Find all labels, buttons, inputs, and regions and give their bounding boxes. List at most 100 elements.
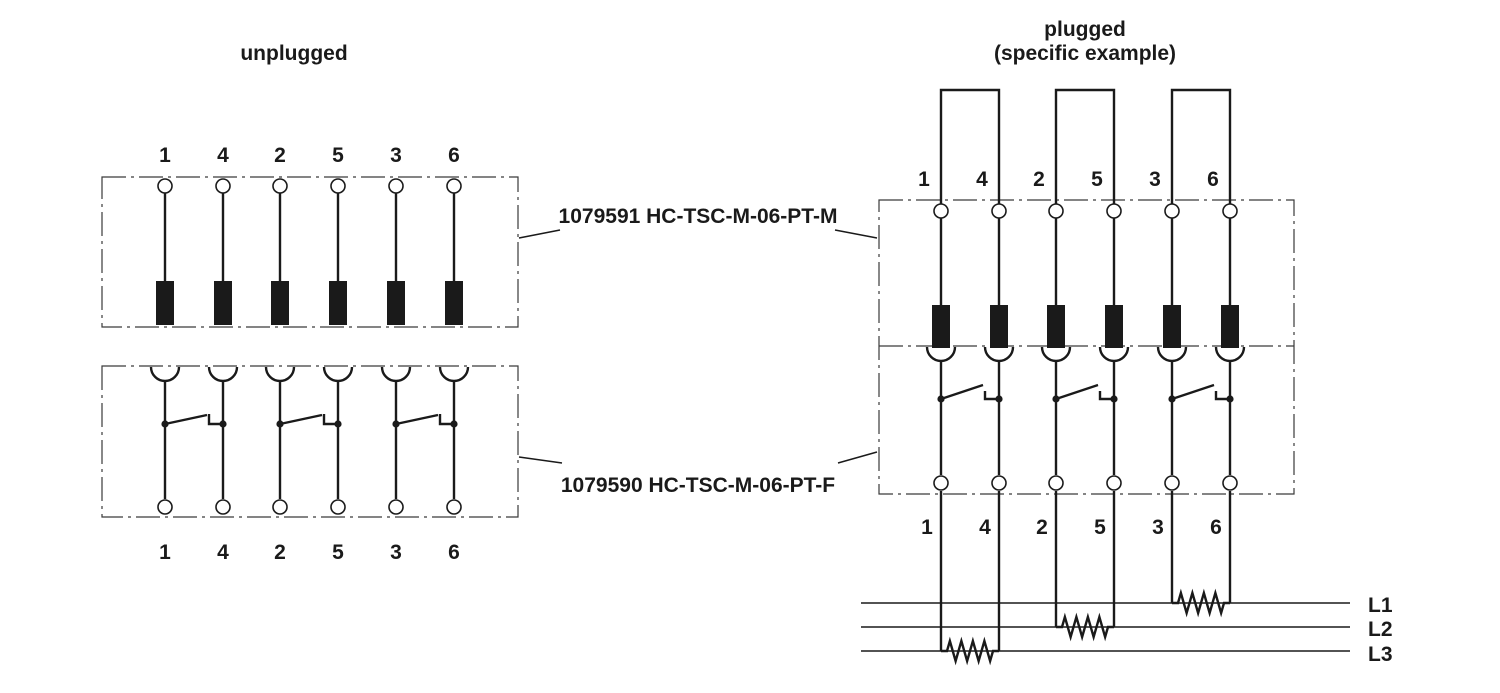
switch-blade: [279, 413, 323, 426]
pin-numbers-top-right: 1 4 2 5 3 6: [918, 168, 1219, 191]
resistor-zigzag: [1172, 588, 1230, 618]
pin-number: 6: [448, 144, 460, 167]
bridge-wire: [939, 88, 1001, 204]
terminal-circle: [272, 499, 288, 515]
terminal-circle: [330, 499, 346, 515]
pin-number: 1: [918, 168, 930, 191]
terminal-circle: [388, 499, 404, 515]
pin-number: 2: [1033, 168, 1045, 191]
pin-number: 3: [1149, 168, 1161, 191]
terminal-circle: [933, 203, 949, 219]
contact-pin-block: [1105, 305, 1123, 348]
switch-blade: [164, 413, 208, 426]
contact-pin-block: [990, 305, 1008, 348]
socket-cup: [983, 346, 1015, 363]
male-leader-left: [518, 229, 561, 239]
terminal-circle: [991, 203, 1007, 219]
terminal-circle: [1106, 203, 1122, 219]
contact-pin-block: [387, 281, 405, 325]
title-plugged: plugged: [1044, 18, 1126, 41]
terminal-circle: [446, 499, 462, 515]
pin-number: 6: [1207, 168, 1219, 191]
terminal-circle: [1164, 475, 1180, 491]
label-l2: L2: [1368, 618, 1393, 641]
plugged-insert-outline: [878, 199, 1295, 495]
plugged-view: 1 4 2 5 3 6 1 4 2 5 3 6 L1 L2 L3: [861, 88, 1393, 666]
label-l1: L1: [1368, 594, 1393, 617]
socket-cup: [1156, 346, 1188, 363]
female-contacts-left: [149, 366, 470, 515]
terminal-circle: [1048, 475, 1064, 491]
switch-contact: [207, 414, 223, 426]
switch-contact: [438, 414, 454, 426]
terminal-circle: [1048, 203, 1064, 219]
socket-cup: [1098, 346, 1130, 363]
female-part-label: 1079590 HC-TSC-M-06-PT-F: [561, 474, 835, 497]
socket-cup: [1214, 346, 1246, 363]
pin-number: 4: [979, 516, 991, 539]
switch-blade: [940, 383, 984, 401]
pin-number: 1: [159, 541, 171, 564]
socket-cup: [925, 346, 957, 363]
contact-pin-block: [214, 281, 232, 325]
bridge-wire: [1170, 88, 1232, 204]
terminal-circle: [1222, 203, 1238, 219]
load-resistors: [939, 491, 1232, 666]
title-plugged-subtitle: (specific example): [994, 42, 1176, 65]
terminal-circle: [215, 499, 231, 515]
switch-contact: [1214, 391, 1230, 401]
male-insert-outline: [101, 176, 519, 328]
switch-contact: [1098, 391, 1114, 401]
contact-pin-block: [329, 281, 347, 325]
top-bridges: [939, 88, 1232, 204]
pin-number: 4: [976, 168, 988, 191]
socket-cup: [149, 366, 181, 383]
switch-blade: [1055, 383, 1099, 401]
female-leader-left: [518, 456, 563, 464]
terminal-circle: [991, 475, 1007, 491]
pin-number: 1: [921, 516, 933, 539]
contact-pin-block: [271, 281, 289, 325]
contact-pin-block: [932, 305, 950, 348]
male-part-label: 1079591 HC-TSC-M-06-PT-M: [559, 205, 838, 228]
socket-cup: [264, 366, 296, 383]
contact-pin-block: [1163, 305, 1181, 348]
switch-blade: [1171, 383, 1215, 401]
terminal-circle: [215, 178, 231, 194]
plugged-contacts: [925, 203, 1246, 491]
socket-cup: [322, 366, 354, 383]
contact-pin-block: [156, 281, 174, 325]
resistor-zigzag: [941, 636, 999, 666]
male-leader-right: [834, 229, 878, 239]
contact-pin-block: [445, 281, 463, 325]
pin-number: 5: [1094, 516, 1106, 539]
terminal-circle: [1106, 475, 1122, 491]
pin-number: 5: [332, 541, 344, 564]
socket-cup: [438, 366, 470, 383]
contact-pin-block: [1047, 305, 1065, 348]
pin-number: 3: [1152, 516, 1164, 539]
pin-number: 2: [274, 144, 286, 167]
terminal-circle: [933, 475, 949, 491]
pin-number: 4: [217, 541, 229, 564]
label-l3: L3: [1368, 643, 1393, 666]
male-contacts-left: [156, 178, 463, 325]
bridge-wire: [1054, 88, 1116, 204]
contact-pin-block: [1221, 305, 1239, 348]
pin-number: 5: [332, 144, 344, 167]
terminal-circle: [272, 178, 288, 194]
switch-blade: [395, 413, 439, 426]
pin-number: 4: [217, 144, 229, 167]
terminal-circle: [157, 178, 173, 194]
terminal-circle: [157, 499, 173, 515]
socket-cup: [1040, 346, 1072, 363]
pin-number: 1: [159, 144, 171, 167]
terminal-circle: [1222, 475, 1238, 491]
resistor-zigzag: [1056, 612, 1114, 642]
pin-number: 2: [274, 541, 286, 564]
pin-number: 5: [1091, 168, 1103, 191]
